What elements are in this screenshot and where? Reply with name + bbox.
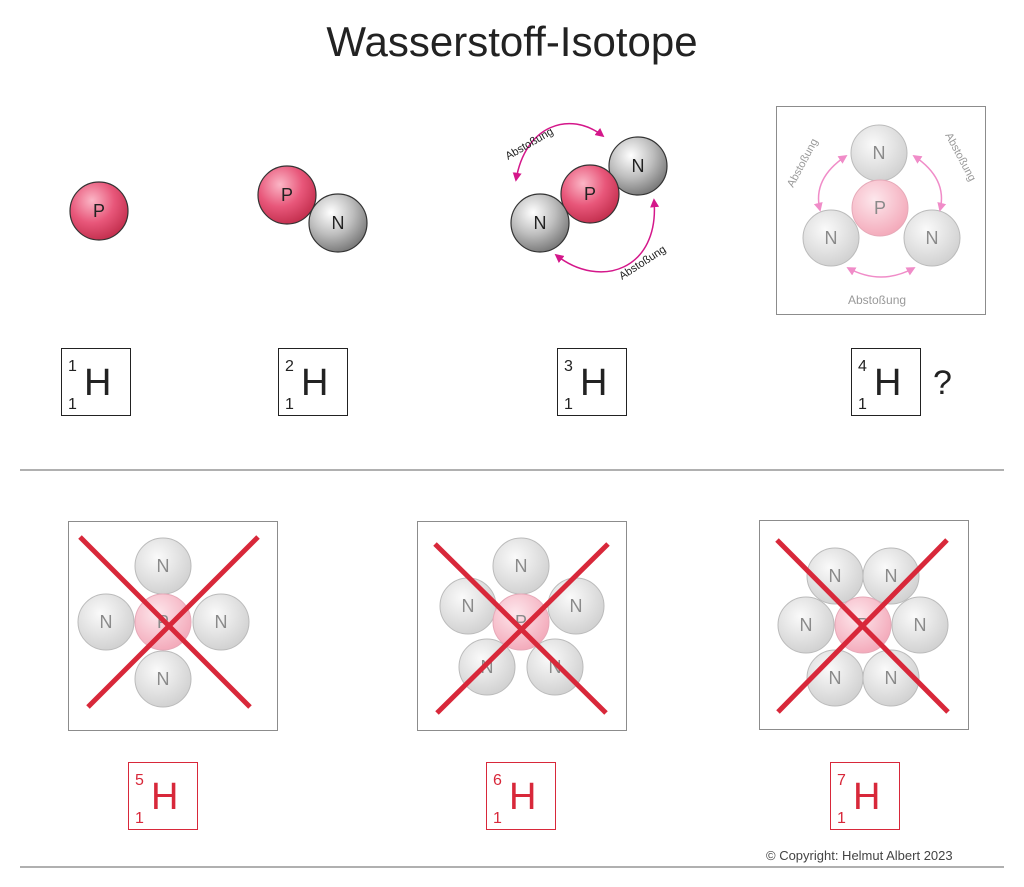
page-title: Wasserstoff-Isotope — [326, 18, 698, 65]
neutron-circle — [862, 649, 920, 707]
divider — [20, 866, 1004, 868]
neutron-label: N — [873, 143, 886, 163]
diagram-frame — [68, 521, 278, 731]
isotope-symbol-box: 2 1 H — [278, 348, 348, 416]
repulsion-arrow — [554, 198, 660, 273]
mass-number: 6 — [493, 772, 502, 789]
atomic-number: 1 — [564, 396, 573, 413]
neutron-label: N — [157, 669, 170, 689]
element-symbol: H — [151, 776, 179, 818]
isotope-symbol-box: 1 1 H — [61, 348, 131, 416]
repulsion-arrow — [512, 122, 605, 182]
neutron-label: N — [534, 213, 547, 233]
neutron-circle — [526, 638, 584, 696]
neutron-circle — [134, 650, 192, 708]
proton-label: P — [584, 184, 596, 204]
neutron-circle — [77, 593, 135, 651]
element-symbol: H — [580, 362, 608, 404]
atomic-number: 1 — [858, 396, 867, 413]
neutron-circle — [192, 593, 250, 651]
neutron-label: N — [100, 612, 113, 632]
proton-circle — [492, 593, 550, 651]
neutron-label: N — [157, 556, 170, 576]
repulsion-label: Abstoßung — [504, 126, 556, 163]
element-symbol: H — [84, 362, 112, 404]
neutron-label: N — [215, 612, 228, 632]
diagram-frame — [776, 106, 986, 315]
neutron-label: N — [632, 156, 645, 176]
element-symbol: H — [301, 362, 329, 404]
neutron-label: N — [332, 213, 345, 233]
neutron-circle — [862, 547, 920, 605]
isotope-symbol-box: 5 1 H — [128, 762, 198, 830]
mass-number: 1 — [68, 358, 77, 375]
isotope-symbol-box: 7 1 H — [830, 762, 900, 830]
copyright-text: © Copyright: Helmut Albert 2023 — [766, 848, 953, 863]
proton-circle — [257, 165, 317, 225]
element-symbol: H — [874, 362, 902, 404]
neutron-label: N — [800, 615, 813, 635]
neutron-label: N — [462, 596, 475, 616]
neutron-label: N — [885, 668, 898, 688]
neutron-label: N — [829, 566, 842, 586]
isotope-symbol-box: 3 1 H — [557, 348, 627, 416]
repulsion-label: Abstoßung — [617, 243, 668, 282]
atomic-number: 1 — [285, 396, 294, 413]
atomic-number: 1 — [493, 810, 502, 827]
neutron-circle — [308, 193, 368, 253]
repulsion-arrow — [813, 155, 848, 212]
atomic-number: 1 — [135, 810, 144, 827]
mass-number: 5 — [135, 772, 144, 789]
neutron-label: N — [926, 228, 939, 248]
neutron-label: N — [829, 668, 842, 688]
neutron-label: N — [515, 556, 528, 576]
proton-label: P — [874, 198, 886, 218]
atomic-number: 1 — [68, 396, 77, 413]
isotope-symbol-box: 6 1 H — [486, 762, 556, 830]
proton-label: P — [93, 201, 105, 221]
neutron-label: N — [885, 566, 898, 586]
neutron-label: N — [570, 596, 583, 616]
proton-circle — [69, 181, 129, 241]
repulsion-label: Abstoßung — [848, 293, 906, 307]
mass-number: 4 — [858, 358, 867, 375]
isotope-symbol-box: 4 1 H — [851, 348, 921, 416]
neutron-label: N — [825, 228, 838, 248]
cross-out-line — [78, 535, 252, 709]
neutron-circle — [777, 596, 835, 654]
proton-label: P — [281, 185, 293, 205]
divider — [20, 469, 1004, 471]
diagram-frame — [417, 521, 627, 731]
mass-number: 7 — [837, 772, 846, 789]
mass-number: 3 — [564, 358, 573, 375]
mass-number: 2 — [285, 358, 294, 375]
diagram-frame — [759, 520, 969, 730]
cross-out-line — [776, 538, 949, 714]
repulsion-arrow — [846, 267, 916, 278]
proton-circle — [851, 179, 909, 237]
cross-out-line — [435, 542, 610, 715]
atomic-number: 1 — [837, 810, 846, 827]
element-symbol: H — [509, 776, 537, 818]
cross-out-line — [86, 535, 260, 709]
element-symbol: H — [853, 776, 881, 818]
neutron-circle — [891, 596, 949, 654]
neutron-label: N — [914, 615, 927, 635]
neutron-circle — [608, 136, 668, 196]
repulsion-arrow — [912, 155, 947, 212]
question-mark: ? — [933, 364, 952, 402]
